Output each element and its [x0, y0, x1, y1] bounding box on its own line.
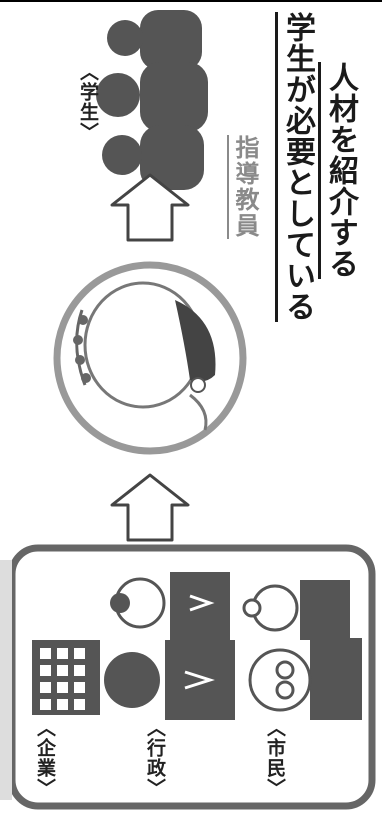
citizens-label: 〈市民〉	[264, 718, 286, 798]
supervisor-portrait-icon	[53, 261, 247, 455]
building-icon	[32, 640, 100, 715]
students-silhouette-icon	[96, 10, 208, 190]
headline-line-1: 学生が必要としている	[280, 12, 315, 322]
arrow-up-icon	[110, 473, 190, 542]
government-label: 〈行政〉	[144, 718, 166, 798]
headline-line-2: 人材を紹介する	[323, 62, 358, 279]
companies-label: 〈企業〉	[34, 718, 56, 798]
arrow-up-icon	[110, 173, 190, 242]
left-shade	[0, 560, 12, 800]
citizens-icon	[242, 580, 362, 720]
supervisor-label: 指導教員	[231, 135, 259, 239]
students-label: 〈学生〉	[77, 62, 99, 142]
officials-icon	[104, 572, 235, 720]
